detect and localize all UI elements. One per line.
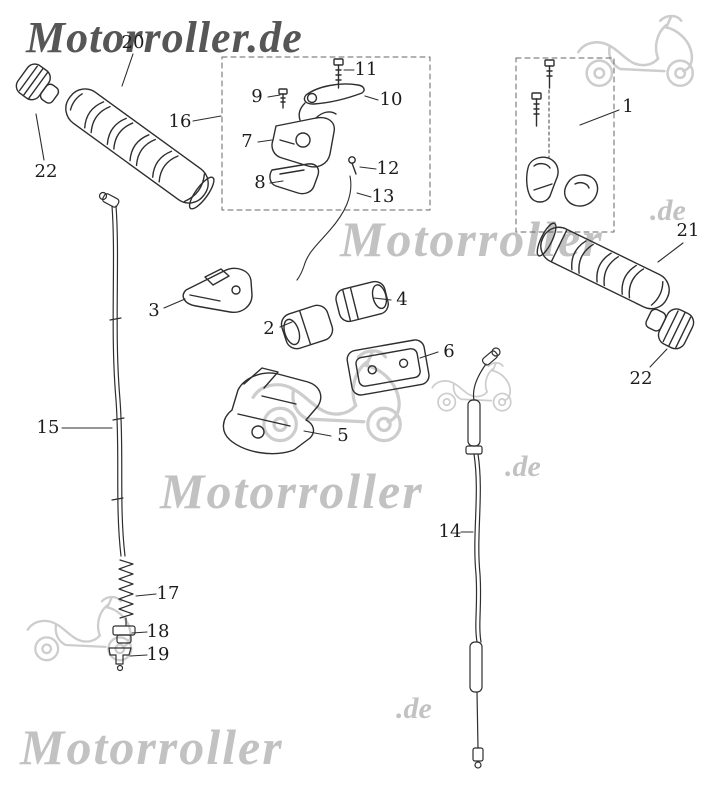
screw-12 — [348, 156, 357, 175]
part-label-1: 1 — [622, 96, 634, 117]
part-label-22-right: 22 — [629, 368, 653, 389]
part-label-21: 21 — [676, 220, 700, 241]
watermark-brand-bottom: Motorroller — [20, 719, 284, 775]
cable-13 — [296, 175, 352, 281]
clamp-8 — [269, 163, 320, 195]
part-label-14: 14 — [438, 521, 462, 542]
watermark-tld-center: .de — [505, 450, 541, 483]
clevis-19 — [108, 647, 132, 672]
scooter-watermark-icon — [251, 349, 402, 443]
grip-right — [536, 222, 670, 310]
watermark-tld-bottom: .de — [396, 692, 432, 725]
part-label-18: 18 — [146, 621, 170, 642]
lever-assembly-box — [221, 56, 431, 211]
leader-lines — [35, 53, 684, 657]
part-label-22-left: 22 — [34, 161, 58, 182]
grip-end-cap-right — [645, 308, 695, 350]
part-label-6: 6 — [443, 341, 455, 362]
spring-17 — [118, 559, 134, 619]
part-label-8: 8 — [254, 172, 266, 193]
grip-end-cap-left — [15, 63, 60, 104]
brake-lever-10 — [298, 83, 365, 121]
brake-cable-14 — [465, 347, 501, 769]
watermark-tld-midright: .de — [650, 194, 686, 227]
part-label-17: 17 — [156, 583, 180, 604]
part-label-4: 4 — [396, 289, 408, 310]
screw-clamp-top — [544, 59, 555, 89]
scooter-watermark-icon — [26, 595, 133, 662]
part-label-12: 12 — [376, 158, 400, 179]
throttle-cable-15 — [98, 191, 136, 672]
part-label-10: 10 — [379, 89, 403, 110]
part-label-20: 20 — [121, 32, 145, 53]
part-label-3: 3 — [148, 300, 160, 321]
lever-holder-7 — [271, 111, 337, 168]
scooter-watermark-icon — [577, 14, 695, 88]
grip-left — [65, 88, 215, 210]
clamp-half-lower — [563, 174, 599, 207]
part-label-19: 19 — [146, 644, 170, 665]
throttle-piece-2 — [280, 304, 334, 350]
part-label-13: 13 — [371, 186, 395, 207]
part-label-5: 5 — [337, 425, 349, 446]
watermark-brand-midright: Motorroller — [340, 211, 604, 267]
part-label-15: 15 — [36, 417, 60, 438]
adjuster-18 — [112, 625, 136, 644]
part-label-7: 7 — [241, 131, 253, 152]
screw-9 — [278, 88, 288, 109]
part-label-11: 11 — [354, 59, 378, 80]
scooter-watermark-icon — [431, 361, 512, 412]
switch-housing-3 — [182, 267, 253, 313]
watermark-brand-center: Motorroller — [160, 463, 424, 519]
part-label-9: 9 — [251, 86, 263, 107]
throttle-piece-4 — [335, 280, 389, 323]
part-label-2: 2 — [263, 318, 275, 339]
watermark-scooter-layer — [26, 14, 695, 662]
watermark-brand-top: Motorroller.de — [26, 13, 303, 62]
screw-clamp-mid — [531, 92, 542, 127]
part-label-16: 16 — [168, 111, 192, 132]
handlebar-clamp-box — [515, 57, 615, 233]
lower-housing-5 — [222, 367, 322, 455]
cover-plate-6 — [346, 339, 430, 396]
clamp-half-upper — [525, 156, 559, 203]
